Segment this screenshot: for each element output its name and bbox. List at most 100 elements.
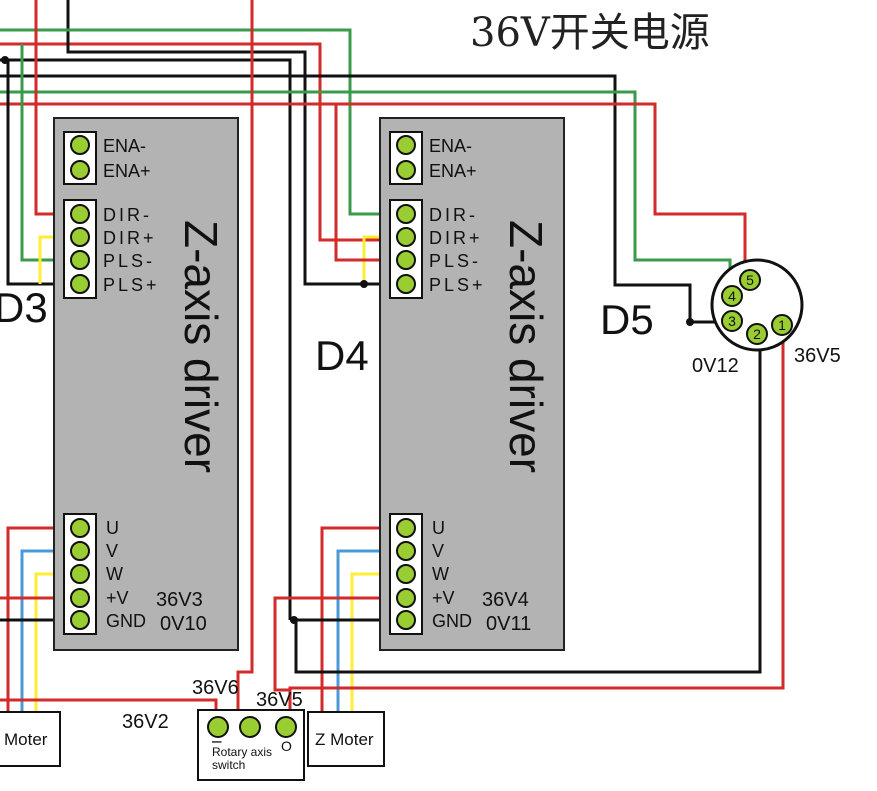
switch-terminal [275,716,297,738]
wire-red-d4-pls [334,104,400,262]
wire-black-long [0,74,730,324]
pin-pls-plus [70,274,90,294]
pin-dir-minus [396,204,416,224]
pin-label: DIR- [429,205,478,225]
pin-label: DIR- [103,205,152,225]
wire-label: 36V6 [192,677,239,699]
pin-dir-plus [70,227,90,247]
pin-label: PLS- [103,251,155,271]
wire-label: 36V5 [256,689,303,711]
pin-ena-plus [70,160,90,180]
motor-label: Z Moter [315,730,374,749]
pin-label: DIR+ [429,228,483,248]
pin-w [70,564,90,584]
pin-pls-minus [70,250,90,270]
pin-label: DIR+ [103,228,157,248]
wire-red-d4-u [320,526,400,712]
pin-label: V [106,541,118,561]
driver-name: Z-axis driver [500,220,552,473]
connector-d5: 1 2 3 4 5 [710,258,804,352]
connector-pin-label: 1 [778,317,786,333]
wire-black-d3-pls [6,60,75,286]
pin-ena-minus [396,135,416,155]
rotary-axis-switch: I O Rotary axis switch [197,709,305,781]
pin-label: ENA- [103,136,146,156]
wire-green-top [0,28,400,216]
connector-pin-label: 5 [746,272,754,288]
connector-label: 0V12 [692,355,739,377]
motor-box [307,711,385,767]
connector-label: 36V5 [794,345,841,367]
motor-box [0,711,61,767]
driver-name: Z-axis driver [175,220,227,473]
motor-left: Moter [0,711,61,767]
switch-terminal [239,716,261,738]
pin-label: PLS+ [429,275,486,295]
pin-u [396,518,416,538]
connector-pin-3 [721,310,743,332]
wire-red-long [0,102,747,280]
pin-ena-plus [396,160,416,180]
connector-pin-label: 3 [728,313,736,329]
pin-label: U [432,518,445,538]
connector-pin-1 [771,314,793,336]
connector-pin-label: 4 [728,288,736,304]
power-label: 0V10 [160,613,207,635]
connector-pin-2 [746,323,768,345]
pin-w [396,564,416,584]
pin-v [396,541,416,561]
wire-black-top [66,0,400,286]
pin-label: U [106,518,119,538]
connector-id-label: D5 [600,296,654,343]
pin-label: PLS- [429,251,481,271]
pin-label: W [106,564,123,584]
motor-z: Z Moter [307,711,385,767]
switch-mark: I [209,740,225,744]
wire-red-top [0,42,390,242]
pin-label: GND [106,611,146,631]
switch-mark: O [281,738,292,754]
pin-label: GND [432,611,472,631]
driver-id-label: D3 [0,284,48,331]
wire-black-bus [0,58,292,620]
pin-label: ENA+ [103,161,151,181]
pin-label: ENA+ [429,161,477,181]
pin-label: V [432,541,444,561]
connector-pin-5 [739,269,761,291]
power-label: 36V3 [156,589,203,611]
driver-d4: ENA- ENA+ DIR- DIR+ PLS- PLS+ Z-axis dri… [379,117,565,651]
pin-v [70,541,90,561]
motor-label: Moter [4,730,48,749]
power-label: 36V4 [482,589,529,611]
junctions [1,56,694,624]
wire-red-d3-u [6,526,75,712]
pin-gnd [396,610,416,630]
wire-red-switch-6 [236,0,254,724]
wire-red-switch-5 [288,325,785,724]
switch-terminal [207,716,229,738]
pin-dir-minus [70,204,90,224]
power-supply-title: 36V开关电源 [470,10,710,56]
wire-label: 36V2 [122,711,169,733]
pin-label: W [432,564,449,584]
wire-red-d4-pv [273,596,400,692]
pin-label: ENA- [429,136,472,156]
pin-label: +V [106,588,129,608]
power-label: 0V11 [486,613,531,635]
pin-plus-v [396,588,416,608]
connector-pin-4 [721,285,743,307]
pin-gnd [70,610,90,630]
pin-dir-plus [396,227,416,247]
pin-pls-minus [396,250,416,270]
pin-pls-plus [396,274,416,294]
driver-id-label: D4 [315,332,369,379]
pin-label: +V [432,588,455,608]
pin-plus-v [70,588,90,608]
pin-label: PLS+ [103,275,160,295]
pin-ena-minus [70,135,90,155]
connector-pin-label: 2 [753,326,761,342]
switch-label: Rotary axis switch [212,746,273,772]
driver-d3: ENA- ENA+ DIR- DIR+ PLS- PLS+ Z-axis dri… [53,117,239,651]
pin-u [70,518,90,538]
